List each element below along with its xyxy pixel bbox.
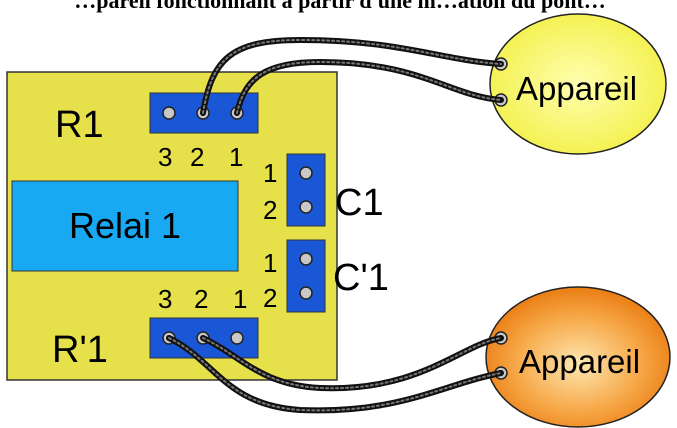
r1-prime-pin-1 xyxy=(230,331,244,345)
c1-prime-pin-label-2: 2 xyxy=(263,283,277,313)
c1-prime-pin-2 xyxy=(299,286,313,300)
relay-label: Relai 1 xyxy=(69,205,181,246)
c1-prime-connector xyxy=(286,239,326,313)
r1-prime-pin-label-3: 3 xyxy=(158,284,172,314)
wire-top-1 xyxy=(200,36,504,116)
wire-bottom-1 xyxy=(166,335,504,414)
c1-pin-1 xyxy=(299,166,313,180)
c1-pin-label-1: 1 xyxy=(263,158,277,188)
r1-pin-label-2: 2 xyxy=(190,142,204,172)
relay-block xyxy=(11,180,239,272)
c1-connector xyxy=(286,153,326,227)
device-top xyxy=(489,13,667,155)
wire-bottom-2 xyxy=(200,335,504,392)
r1-prime-pin-label-2: 2 xyxy=(194,284,208,314)
device-bottom-label: Appareil xyxy=(519,343,640,380)
device-top-label: Appareil xyxy=(516,70,637,107)
r1-label: R1 xyxy=(55,104,104,146)
device-bottom xyxy=(485,286,671,428)
c1-label: C1 xyxy=(335,182,384,224)
r1-pin-3 xyxy=(162,106,176,120)
c1-prime-label: C'1 xyxy=(333,257,389,299)
c1-pin-label-2: 2 xyxy=(263,195,277,225)
r1-pin-label-3: 3 xyxy=(158,142,172,172)
r1-pin-label-1: 1 xyxy=(229,142,243,172)
c1-prime-pin-1 xyxy=(299,252,313,266)
r1-prime-pin-label-1: 1 xyxy=(233,284,247,314)
c1-pin-2 xyxy=(299,200,313,214)
diagram-title: …pareil fonctionnant à partir d'une m…at… xyxy=(74,0,606,13)
r1-prime-label: R'1 xyxy=(52,329,108,371)
wire-top-2 xyxy=(234,58,504,116)
c1-prime-pin-label-1: 1 xyxy=(263,248,277,278)
